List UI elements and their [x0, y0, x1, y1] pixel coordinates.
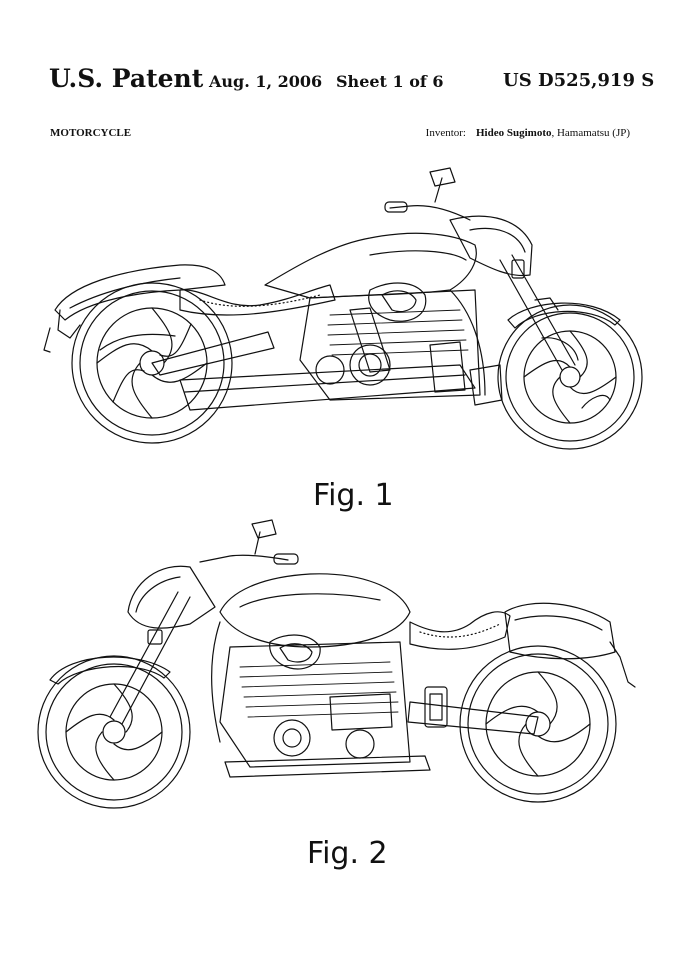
motorcycle-right-view	[44, 168, 642, 449]
patent-number: US D525,919 S	[503, 70, 655, 91]
inventor-line: Inventor: Hideo Sugimoto, Hamamatsu (JP)	[426, 127, 630, 139]
inventor-label: Inventor:	[425, 127, 466, 139]
engine	[220, 635, 410, 767]
patent-label: U.S. Patent	[49, 64, 204, 93]
fig2-motorcycle-drawing	[30, 512, 660, 822]
inventor-location: , Hamamatsu (JP)	[551, 127, 630, 139]
patent-date: Aug. 1, 2006	[209, 72, 323, 91]
inventor-name: Hideo Sugimoto	[476, 127, 552, 139]
rear-wheel	[460, 646, 616, 802]
front-wheel	[38, 656, 190, 808]
patent-title: MOTORCYCLE	[50, 127, 132, 139]
rear-wheel	[72, 283, 232, 443]
figure-2-label: Fig. 2	[307, 836, 388, 871]
engine	[300, 283, 480, 400]
motorcycle-left-view	[38, 520, 635, 808]
figure-1-label: Fig. 1	[313, 478, 394, 513]
sheet-number: Sheet 1 of 6	[336, 72, 444, 91]
fig1-motorcycle-drawing	[30, 160, 660, 460]
front-wheel	[498, 305, 642, 449]
